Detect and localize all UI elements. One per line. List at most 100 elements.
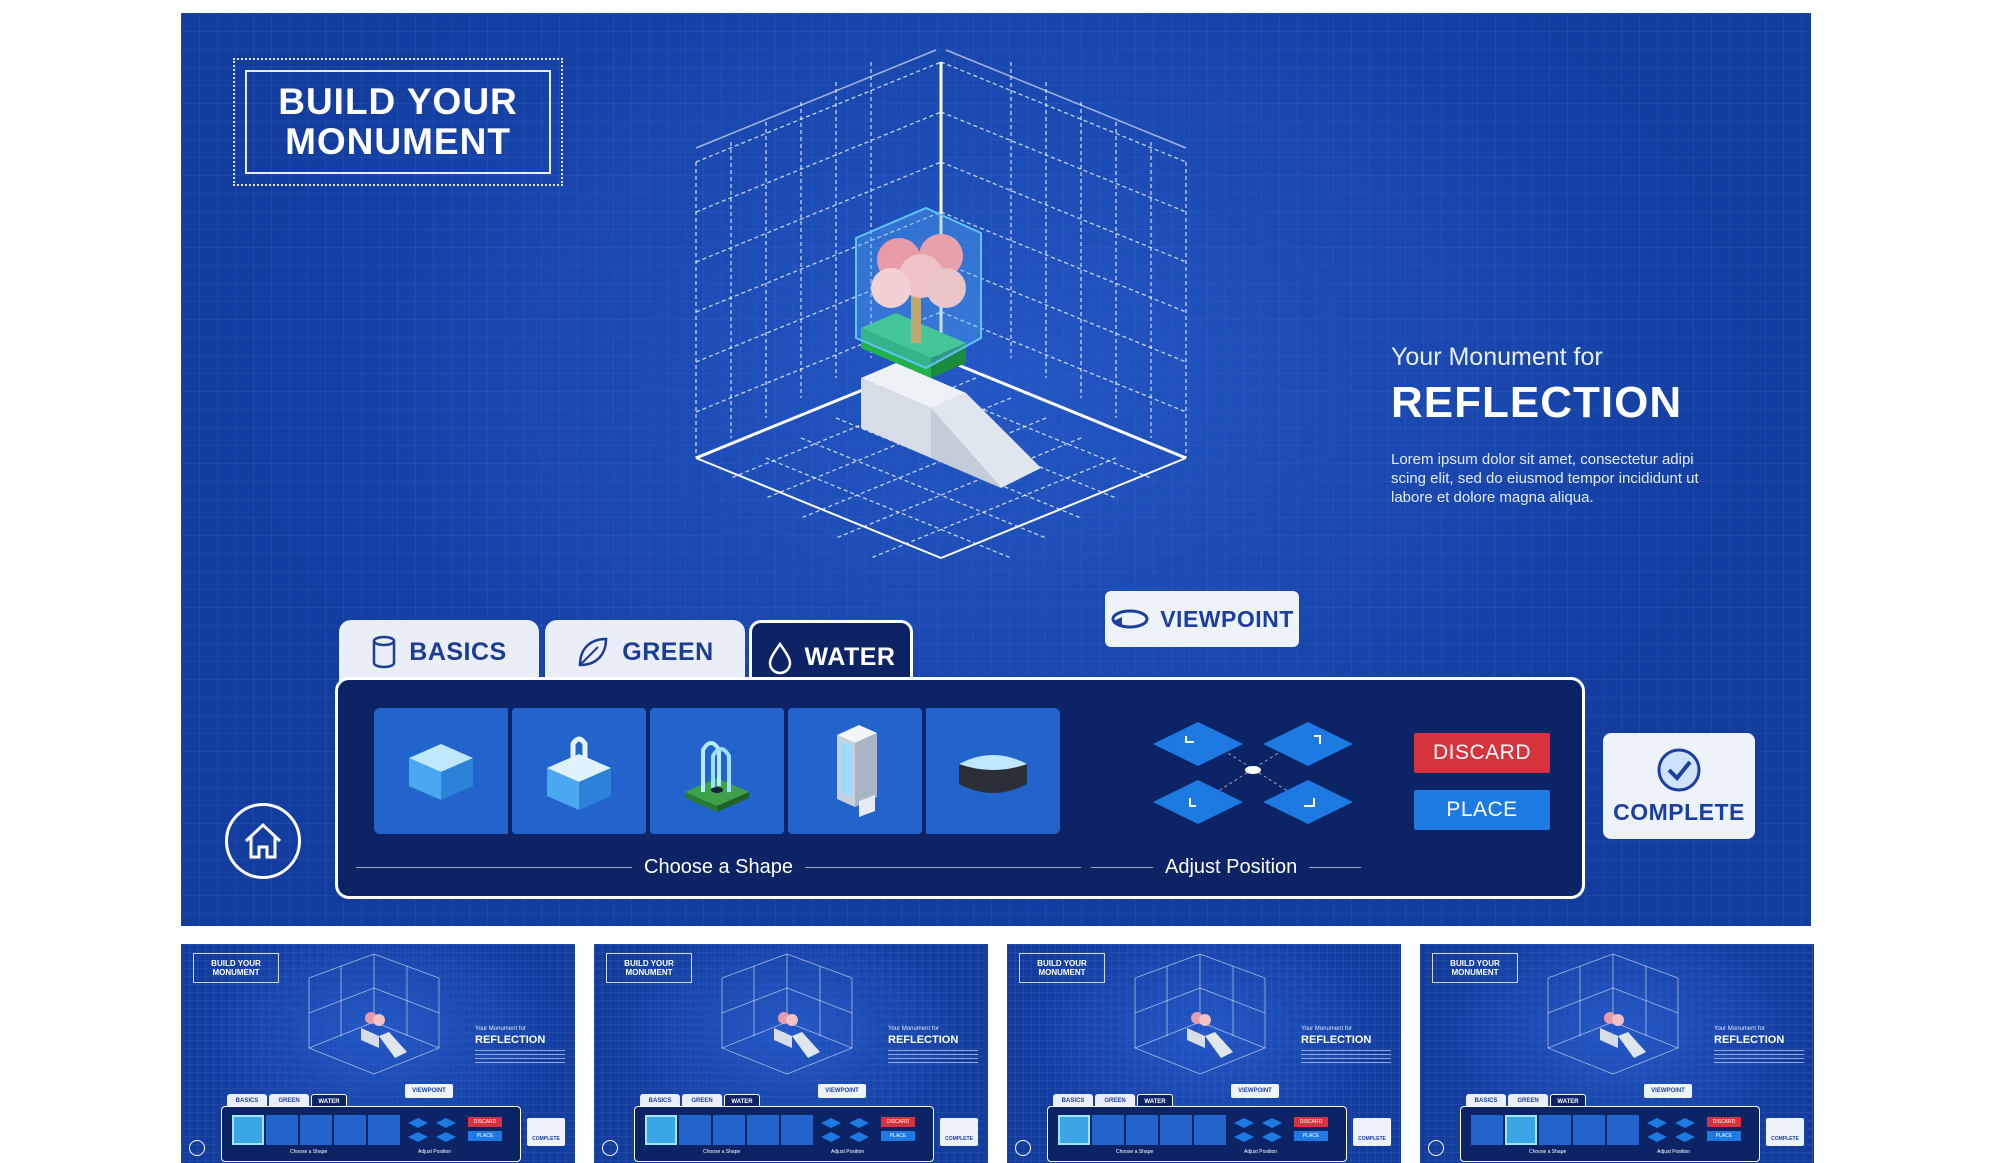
tab-green[interactable]: GREEN: [1095, 1094, 1135, 1108]
tab-water[interactable]: WATER: [724, 1094, 760, 1108]
move-back-left-arrow-icon[interactable]: [1153, 722, 1243, 766]
shape-option[interactable]: [679, 1115, 711, 1145]
tab-basics[interactable]: BASICS: [1053, 1094, 1093, 1108]
complete-button[interactable]: COMPLETE: [1766, 1118, 1804, 1146]
place-button[interactable]: PLACE: [1414, 790, 1550, 830]
place-button[interactable]: PLACE: [1294, 1131, 1328, 1141]
viewpoint-button[interactable]: VIEWPOINT: [1644, 1084, 1692, 1098]
choose-shape-caption: Choose a Shape: [644, 856, 794, 878]
shape-option[interactable]: [266, 1115, 298, 1145]
discard-button[interactable]: DISCARD: [1414, 733, 1550, 773]
viewpoint-button[interactable]: VIEWPOINT: [1231, 1084, 1279, 1098]
shape-option[interactable]: [374, 708, 508, 834]
monument-info: Your Monument for REFLECTION Lorem ipsum…: [1391, 343, 1731, 507]
shape-option[interactable]: [1573, 1115, 1605, 1145]
home-icon[interactable]: [189, 1140, 205, 1156]
tab-water[interactable]: WATER: [311, 1094, 347, 1108]
tab-green[interactable]: GREEN: [1508, 1094, 1548, 1108]
info-subtitle: Your Monument for: [888, 1026, 939, 1032]
info-title: REFLECTION: [1714, 1034, 1785, 1046]
position-pad: [821, 1118, 869, 1142]
shape-option[interactable]: [232, 1115, 264, 1145]
shape-option[interactable]: [1160, 1115, 1192, 1145]
tab-basics[interactable]: BASICS: [227, 1094, 267, 1108]
build-grid: [1547, 953, 1679, 1075]
move-back-right-arrow-icon[interactable]: [1263, 722, 1353, 766]
shape-option[interactable]: [1126, 1115, 1158, 1145]
shape-option[interactable]: [1471, 1115, 1503, 1145]
position-pad: [1153, 722, 1353, 824]
shape-option[interactable]: [1539, 1115, 1571, 1145]
shape-option[interactable]: [650, 708, 784, 834]
discard-button[interactable]: DISCARD: [1707, 1117, 1741, 1127]
complete-button[interactable]: COMPLETE: [940, 1118, 978, 1146]
viewpoint-button[interactable]: VIEWPOINT: [1105, 591, 1299, 647]
shape-option[interactable]: [781, 1115, 813, 1145]
app-title: BUILD YOUR MONUMENT: [245, 70, 551, 174]
position-pad: [1234, 1118, 1282, 1142]
shape-option[interactable]: [1092, 1115, 1124, 1145]
shape-option[interactable]: [1607, 1115, 1639, 1145]
viewpoint-button[interactable]: VIEWPOINT: [818, 1084, 866, 1098]
complete-button[interactable]: COMPLETE: [1603, 733, 1755, 839]
tab-green[interactable]: GREEN: [682, 1094, 722, 1108]
discard-button[interactable]: DISCARD: [1294, 1117, 1328, 1127]
complete-button[interactable]: COMPLETE: [1353, 1118, 1391, 1146]
move-front-right-arrow-icon[interactable]: [1263, 780, 1353, 824]
shape-option[interactable]: [512, 708, 646, 834]
position-pad: [1647, 1118, 1695, 1142]
rotate-view-icon: [1111, 609, 1149, 629]
tab-basics[interactable]: BASICS: [339, 620, 539, 684]
info-title: REFLECTION: [1391, 378, 1683, 427]
info-title: REFLECTION: [1301, 1034, 1372, 1046]
tab-water[interactable]: WATER: [1550, 1094, 1586, 1108]
home-icon[interactable]: [1428, 1140, 1444, 1156]
tab-green[interactable]: GREEN: [269, 1094, 309, 1108]
home-button[interactable]: [225, 803, 301, 879]
shape-option[interactable]: [1058, 1115, 1090, 1145]
monument-model: [361, 1012, 407, 1058]
shape-option[interactable]: [334, 1115, 366, 1145]
place-button[interactable]: PLACE: [881, 1131, 915, 1141]
home-icon[interactable]: [1015, 1140, 1031, 1156]
home-icon[interactable]: [602, 1140, 618, 1156]
discard-button[interactable]: DISCARD: [881, 1117, 915, 1127]
place-button[interactable]: PLACE: [468, 1131, 502, 1141]
divider: [1309, 867, 1362, 868]
app-title: BUILD YOUR MONUMENT: [1019, 953, 1105, 983]
tab-green[interactable]: GREEN: [545, 620, 745, 684]
shape-option[interactable]: [1505, 1115, 1537, 1145]
tab-green-label: GREEN: [622, 637, 714, 666]
choose-shape-caption: Choose a Shape: [1529, 1149, 1567, 1155]
place-button[interactable]: PLACE: [1707, 1131, 1741, 1141]
shape-list: [374, 708, 1060, 834]
tab-water[interactable]: WATER: [1137, 1094, 1173, 1108]
tab-basics-label: BASICS: [409, 637, 507, 666]
adjust-position-caption: Adjust Position: [418, 1149, 452, 1155]
shape-option[interactable]: [747, 1115, 779, 1145]
shape-option[interactable]: [926, 708, 1060, 834]
shape-option[interactable]: [788, 708, 922, 834]
waterfall-tower-icon: [837, 725, 877, 817]
shape-option[interactable]: [1194, 1115, 1226, 1145]
viewpoint-button[interactable]: VIEWPOINT: [405, 1084, 453, 1098]
tab-basics[interactable]: BASICS: [1466, 1094, 1506, 1108]
shape-option[interactable]: [368, 1115, 400, 1145]
choose-shape-caption: Choose a Shape: [703, 1149, 741, 1155]
complete-label: COMPLETE: [1613, 798, 1745, 825]
shape-option[interactable]: [713, 1115, 745, 1145]
tab-basics[interactable]: BASICS: [640, 1094, 680, 1108]
complete-button[interactable]: COMPLETE: [527, 1118, 565, 1146]
monument-model: [1187, 1012, 1233, 1058]
shape-option[interactable]: [300, 1115, 332, 1145]
info-subtitle: Your Monument for: [1301, 1026, 1352, 1032]
discard-button[interactable]: DISCARD: [468, 1117, 502, 1127]
shape-option[interactable]: [645, 1115, 677, 1145]
position-caption-row: Adjust Position: [1091, 856, 1362, 879]
move-front-left-arrow-icon[interactable]: [1153, 780, 1243, 824]
